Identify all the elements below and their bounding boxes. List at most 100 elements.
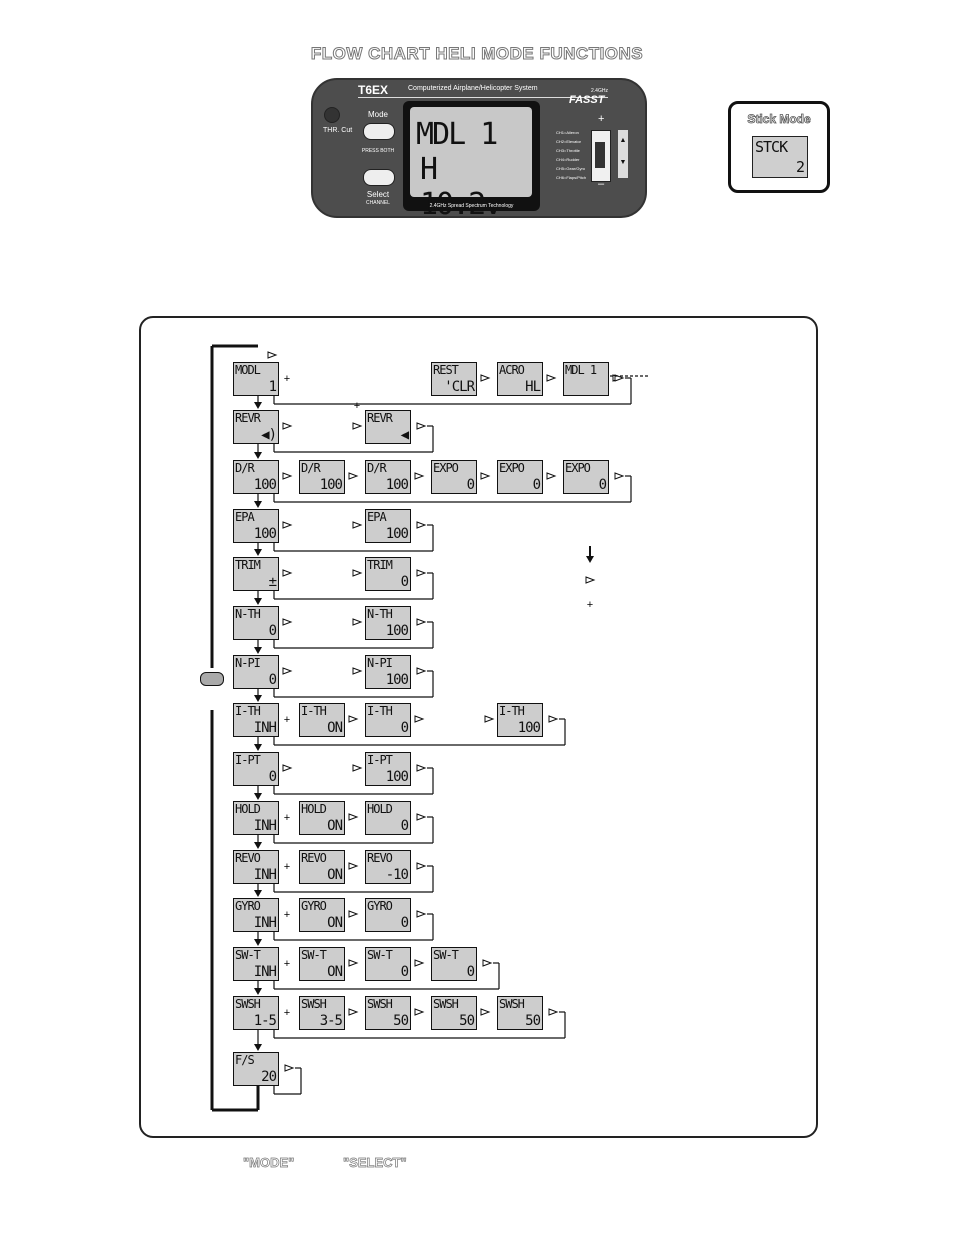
display-line-1: SW-T (433, 948, 459, 962)
display-line-1: MDL 1 (565, 363, 597, 377)
plus-icon: + (284, 373, 290, 385)
display-line-2: 0 (598, 477, 608, 493)
mode-footnote: "MODE" (243, 1155, 295, 1171)
display-line-1: HOLD (367, 802, 393, 816)
lcd-display-hold: HOLD INH (233, 801, 279, 835)
right-arrow-icon (282, 472, 293, 480)
display-line-1: GYRO (301, 899, 327, 913)
right-arrow-icon (348, 862, 359, 870)
display-line-1: EXPO (433, 461, 459, 475)
display-line-2: 50 (459, 1013, 475, 1029)
display-line-2: ◀) (261, 427, 277, 443)
display-line-1: HOLD (235, 802, 261, 816)
channel-item: CH3=Throttle (556, 148, 580, 153)
display-line-2: 0 (400, 964, 410, 980)
right-arrow-icon (352, 618, 363, 626)
display-line-1: D/R (235, 461, 255, 475)
display-line-1: D/R (301, 461, 321, 475)
lcd-display-f-s: F/S 20 (233, 1052, 279, 1086)
right-arrow-icon (416, 764, 427, 772)
minus-label: – (598, 178, 605, 190)
display-line-2: 20 (261, 1069, 277, 1085)
display-line-2: INH (253, 818, 277, 834)
down-arrow-icon (254, 988, 262, 995)
display-line-2: 100 (253, 477, 277, 493)
select-footnote: "SELECT" (343, 1155, 407, 1171)
display-line-2: INH (253, 915, 277, 931)
right-arrow-icon (614, 472, 625, 480)
right-arrow-icon (348, 910, 359, 918)
lcd-display-trim: TRIM± (233, 557, 279, 591)
lcd-display-sw-t: SW-T 0 (365, 947, 411, 981)
down-arrow-icon (254, 793, 262, 800)
select-label: Select (366, 190, 390, 199)
right-arrow-icon (416, 667, 427, 675)
display-line-1: GYRO (235, 899, 261, 913)
transmitter-subtitle: Computerized Airplane/Helicopter System (408, 85, 538, 92)
slider-knob[interactable] (595, 142, 605, 168)
down-arrow-icon (254, 744, 262, 751)
select-key-icon (200, 672, 224, 686)
press-both-label: PRESS BOTH (361, 148, 395, 154)
display-line-1: SW-T (301, 948, 327, 962)
display-line-1: I-TH (499, 704, 525, 718)
display-line-1: N-TH (367, 607, 393, 621)
up-down-arrow-icon[interactable]: ▲▼ (618, 130, 628, 178)
display-line-2: 100 (385, 623, 409, 639)
lcd-display-mdl-1: MDL 1 (563, 362, 609, 396)
plus-icon: + (587, 599, 593, 611)
right-arrow-icon (282, 422, 293, 430)
display-line-1: REVO (301, 851, 327, 865)
display-line-1: HOLD (301, 802, 327, 816)
display-line-1: N-TH (235, 607, 261, 621)
display-line-2: 100 (385, 477, 409, 493)
select-button[interactable] (363, 169, 395, 186)
right-arrow-icon (416, 521, 427, 529)
right-arrow-icon (480, 1008, 491, 1016)
down-arrow-icon (254, 501, 262, 508)
down-arrow-icon (254, 695, 262, 702)
display-line-1: ACRO (499, 363, 525, 377)
display-line-2: ON (327, 720, 343, 736)
display-line-1: SW-T (367, 948, 393, 962)
display-line-1: F/S (235, 1053, 255, 1067)
display-line-2: INH (253, 867, 277, 883)
mode-button[interactable] (363, 123, 395, 140)
display-line-2: 'CLR (444, 379, 475, 395)
display-line-1: EXPO (499, 461, 525, 475)
page-title: FLOW CHART HELI MODE FUNCTIONS (310, 44, 644, 64)
display-line-1: GYRO (367, 899, 393, 913)
stick-mode-line-2: 2 (795, 158, 805, 176)
right-arrow-icon (414, 959, 425, 967)
stick-mode-lcd: STCK 2 (752, 136, 808, 178)
display-line-1: SWSH (499, 997, 525, 1011)
down-arrow-icon (254, 402, 262, 409)
display-line-1: N-PI (235, 656, 261, 670)
display-line-1: I-PT (235, 753, 261, 767)
display-line-2: 100 (385, 769, 409, 785)
display-line-1: SWSH (433, 997, 459, 1011)
right-arrow-icon (348, 472, 359, 480)
right-arrow-icon (482, 959, 493, 967)
plus-icon: + (284, 861, 290, 873)
display-line-1: REVO (235, 851, 261, 865)
display-line-2: 50 (393, 1013, 409, 1029)
display-line-1: TRIM (367, 558, 393, 572)
lcd-display-n-th: N-TH 100 (365, 606, 411, 640)
right-arrow-icon (484, 715, 495, 723)
